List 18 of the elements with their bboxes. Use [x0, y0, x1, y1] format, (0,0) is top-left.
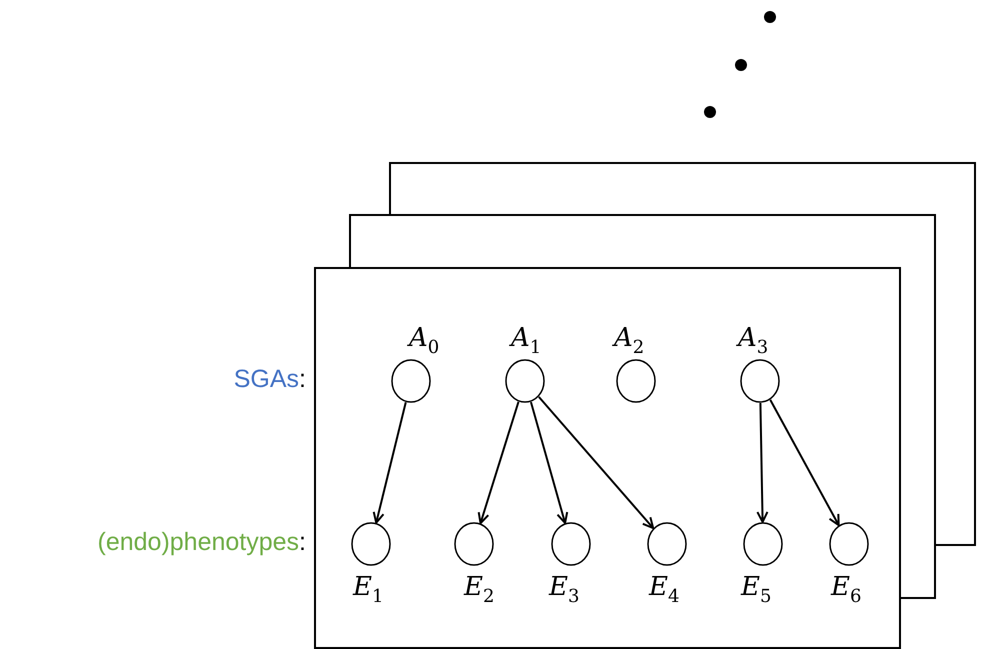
- arrow: [372, 402, 407, 524]
- arrow: [769, 399, 840, 526]
- node-label: A$_{2}$: [614, 323, 644, 353]
- node-label: E$_{2}$: [464, 572, 494, 602]
- arrow: [478, 402, 520, 524]
- node-label: E$_{5}$: [741, 572, 772, 602]
- node-label: E$_{3}$: [549, 572, 580, 602]
- node-label: A$_{0}$: [409, 323, 440, 353]
- arrow: [538, 396, 654, 530]
- arrow: [530, 402, 568, 524]
- arrow: [756, 402, 768, 523]
- node-label: A$_{3}$: [738, 323, 768, 353]
- node-label: A$_{1}$: [511, 323, 542, 353]
- row-label: SGAs:: [234, 365, 306, 394]
- row-label: (endo)phenotypes:: [98, 528, 306, 557]
- node-label: E$_{6}$: [831, 572, 862, 602]
- node-label: E$_{4}$: [649, 572, 680, 602]
- node-label: E$_{1}$: [353, 572, 384, 602]
